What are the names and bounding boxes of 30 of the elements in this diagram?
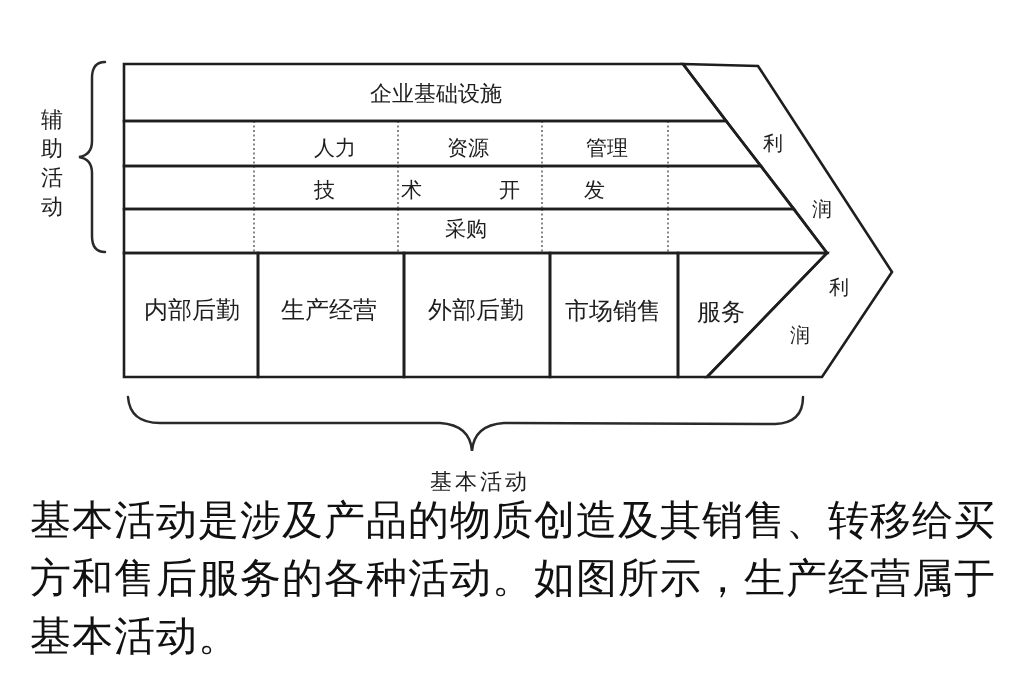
brace-label: 基本活动: [430, 471, 530, 493]
activity-label: 服务: [697, 300, 745, 324]
margin-label: 利: [829, 277, 849, 297]
margin-label: 利: [763, 133, 783, 153]
activity-box: [550, 253, 678, 377]
margin-chevron: [683, 64, 892, 377]
activity-label: 生产经营: [281, 298, 377, 322]
band-label: 开: [498, 179, 520, 201]
band-label: 资源: [447, 137, 489, 159]
activity-label: 内部后勤: [144, 298, 240, 322]
band-label: 术: [400, 179, 422, 201]
activity-band: [124, 166, 794, 209]
activity-box: [678, 253, 827, 377]
brace-label: 辅助活动: [40, 106, 64, 221]
activity-box: [404, 253, 550, 377]
activity-band: [124, 121, 761, 166]
activity-label: 外部后勤: [428, 298, 524, 322]
activity-box: [258, 253, 404, 377]
band-label: 技: [313, 179, 335, 201]
band-label: 人力: [314, 137, 356, 159]
margin-label: 润: [812, 199, 832, 219]
caption-text: 基本活动是涉及产品的物质创造及其销售、转移给买方和售后服务的各种活动。如图所示，生产经营属于基本活动。: [30, 495, 997, 662]
activity-box: [124, 253, 258, 377]
band-label: 企业基础设施: [370, 83, 502, 105]
band-label: 发: [583, 179, 605, 201]
margin-label: 润: [790, 325, 810, 345]
band-label: 采购: [445, 218, 487, 240]
activity-band: [124, 64, 726, 121]
band-label: 管理: [586, 137, 628, 159]
activity-label: 市场销售: [565, 299, 661, 323]
